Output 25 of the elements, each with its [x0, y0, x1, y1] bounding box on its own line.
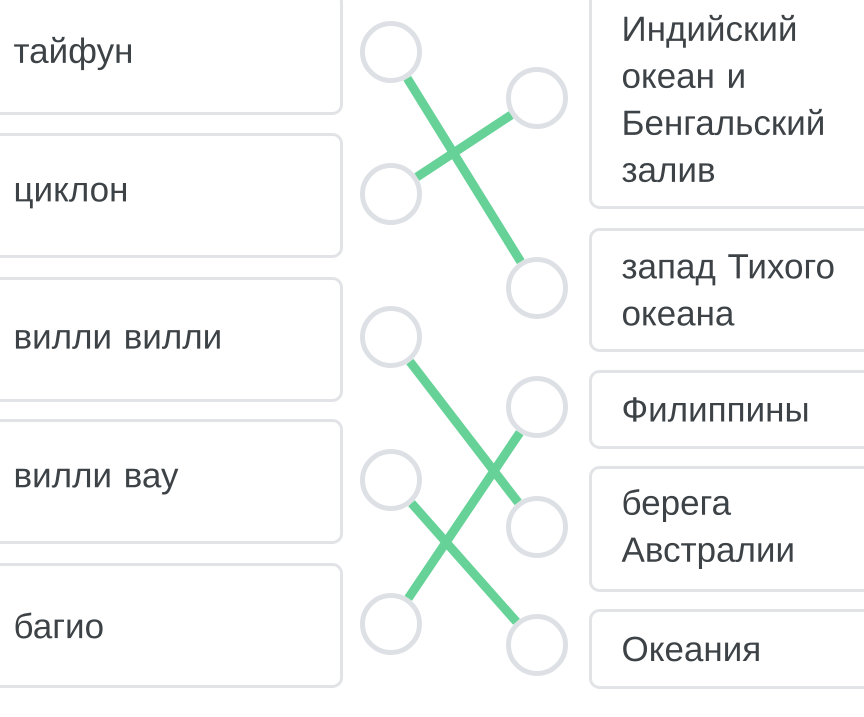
answer-card: Индийский океан и Бенгальский залив [589, 0, 864, 209]
answer-card: Филиппины [589, 370, 864, 449]
match-circle [506, 257, 568, 319]
answer-card: циклон [0, 133, 343, 258]
match-circle [360, 21, 422, 83]
match-circle [360, 449, 422, 511]
match-circle [360, 163, 422, 225]
match-line [404, 76, 525, 264]
match-line [414, 111, 514, 181]
answer-card: вилли вилли [0, 277, 343, 402]
match-circle [360, 306, 422, 368]
answer-card: берега Австралии [589, 466, 864, 592]
answer-card: запад Тихого океана [589, 228, 864, 352]
match-circle [506, 376, 568, 438]
answer-card: багио [0, 563, 343, 688]
match-line [404, 430, 524, 601]
match-circle [506, 67, 568, 129]
match-line [408, 500, 520, 625]
match-line [406, 358, 522, 506]
answer-card: Океания [589, 609, 864, 689]
answer-card: вилли вау [0, 419, 343, 544]
answer-card: тайфун [0, 0, 343, 115]
match-circle [506, 496, 568, 558]
match-circle [506, 614, 568, 676]
match-circle [360, 593, 422, 655]
